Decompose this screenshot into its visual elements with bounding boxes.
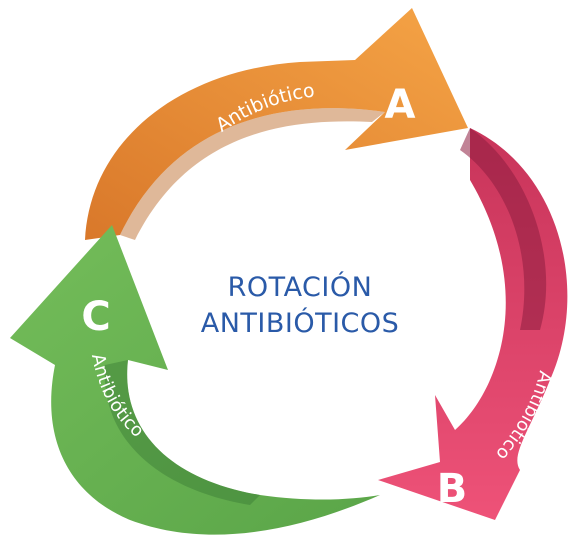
segment-b-letter: B (437, 466, 468, 512)
segment-a-letter: A (385, 82, 416, 128)
segment-c-arrow (10, 225, 380, 535)
segment-b-arrow (378, 128, 568, 520)
center-title-line-1: ROTACIÓN (227, 272, 373, 303)
segment-a-arrow (85, 8, 468, 240)
center-title: ROTACIÓN ANTIBIÓTICOS (170, 270, 430, 342)
center-title-line-2: ANTIBIÓTICOS (200, 308, 400, 339)
segment-c-letter: C (81, 294, 110, 340)
